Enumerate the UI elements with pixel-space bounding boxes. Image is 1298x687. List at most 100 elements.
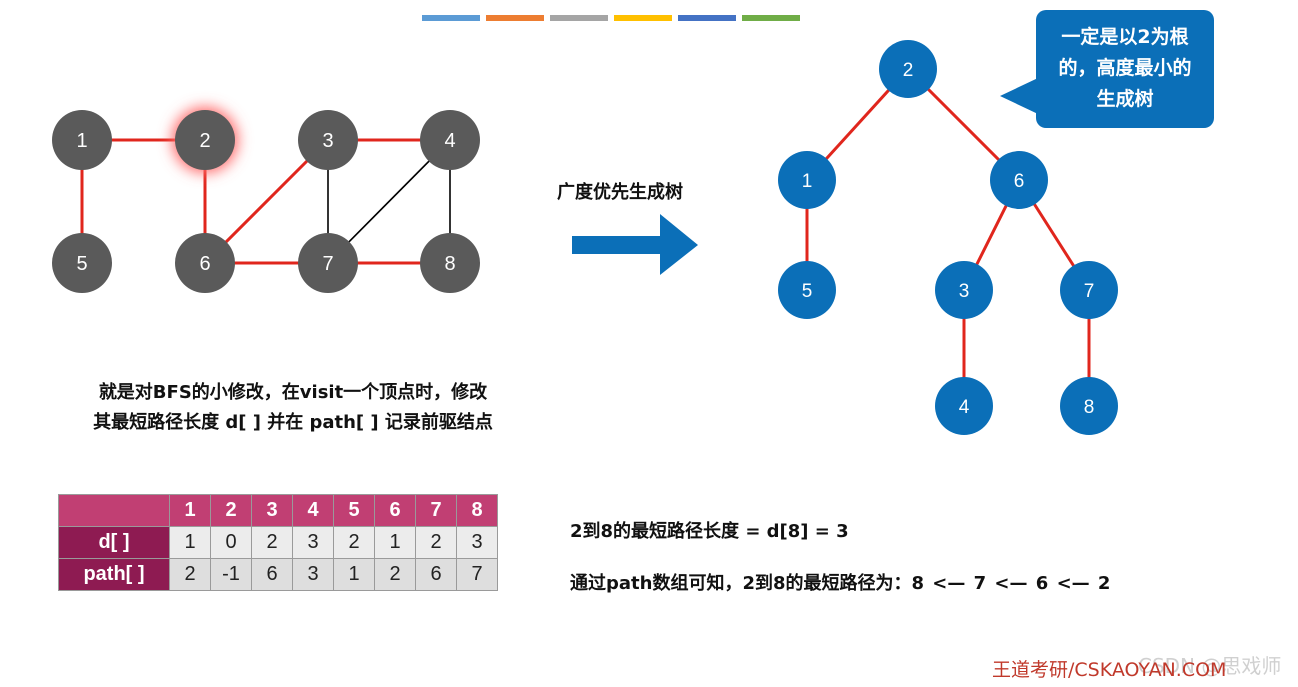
right-arrow-icon — [572, 214, 698, 275]
table-cell: 0 — [210, 526, 252, 559]
graph-node-label: 8 — [444, 253, 455, 275]
tree-node-label: 4 — [959, 397, 970, 418]
tree-node-circle — [1060, 377, 1118, 435]
tree-node-4: 4 — [935, 377, 993, 435]
tree-node-circle — [935, 377, 993, 435]
table-cell: 6 — [415, 558, 457, 591]
graph-node-4: 4 — [420, 110, 480, 170]
graph-node-circle — [420, 233, 480, 293]
graph-node-circle — [175, 233, 235, 293]
table-header-row: 1 2 3 4 5 6 7 8 — [58, 494, 498, 527]
table-cell: 3 — [292, 558, 334, 591]
graph-node-circle — [175, 110, 235, 170]
table-cell: 1 — [169, 526, 211, 559]
tree-node-8: 8 — [1060, 377, 1118, 435]
graph-node-1: 1 — [52, 110, 112, 170]
graph-node-label: 7 — [322, 253, 333, 275]
table-cell: 1 — [374, 526, 416, 559]
callout-line: 生成树 — [1096, 88, 1154, 110]
table-cell: 3 — [292, 526, 334, 559]
graph-node-circle — [298, 233, 358, 293]
color-bar-segment — [486, 15, 544, 21]
table-cell: 3 — [456, 526, 498, 559]
graph-edges — [80, 138, 451, 265]
table-row-d: d[ ] 1 0 2 3 2 1 2 3 — [58, 526, 498, 559]
tree-node-label: 5 — [802, 281, 813, 302]
tree-node-circle — [935, 261, 993, 319]
row-header-path: path[ ] — [58, 558, 170, 591]
graph-node-3: 3 — [298, 110, 358, 170]
description-line: 就是对BFS的小修改，在visit一个顶点时，修改 — [98, 382, 488, 403]
graph-node-circle — [420, 110, 480, 170]
tree-node-label: 8 — [1084, 397, 1095, 418]
tree-node-1: 1 — [778, 151, 836, 209]
tree-node-3: 3 — [935, 261, 993, 319]
graph-node-label: 5 — [76, 253, 87, 275]
shortest-length-result: 2到8的最短路径长度 = d[8] = 3 — [570, 521, 849, 542]
distance-path-table: 1 2 3 4 5 6 7 8 d[ ] 1 0 2 3 2 1 2 3 pat… — [58, 494, 498, 591]
graph-node-8: 8 — [420, 233, 480, 293]
footer-brand: 王道考研/CSKAOYAN.COM — [992, 659, 1227, 681]
color-bar-segment — [742, 15, 800, 21]
table-corner — [58, 494, 170, 527]
graph-node-2: 2 — [172, 107, 238, 173]
tree-nodes: 2 1 6 5 3 7 4 8 — [778, 40, 1118, 435]
table-header-cell: 8 — [456, 494, 498, 527]
graph-node-label: 6 — [199, 253, 210, 275]
callout-line: 的，高度最小的 — [1058, 57, 1192, 79]
table-cell: 6 — [251, 558, 293, 591]
tree-node-7: 7 — [1060, 261, 1118, 319]
graph-node-7: 7 — [298, 233, 358, 293]
tree-node-circle — [879, 40, 937, 98]
table-cell: 1 — [333, 558, 375, 591]
arrow-label: 广度优先生成树 — [557, 182, 683, 203]
graph-nodes: 1 2 3 4 5 6 7 8 — [52, 107, 480, 293]
graph-node-6: 6 — [175, 233, 235, 293]
table-cell: 2 — [415, 526, 457, 559]
tree-node-label: 1 — [802, 171, 813, 192]
table-header-cell: 4 — [292, 494, 334, 527]
tree-node-label: 2 — [903, 60, 914, 81]
graph-node-label: 4 — [444, 130, 455, 152]
description: 就是对BFS的小修改，在visit一个顶点时，修改 其最短路径长度 d[ ] 并… — [58, 378, 528, 438]
table-header-cell: 6 — [374, 494, 416, 527]
graph-node-label: 1 — [76, 130, 87, 152]
watermark: CSDN @思戏师 — [1138, 654, 1282, 678]
table-cell: 2 — [169, 558, 211, 591]
callout-tail — [1000, 78, 1038, 114]
tree-node-circle — [1060, 261, 1118, 319]
table-cell: 2 — [333, 526, 375, 559]
color-bar-segment — [550, 15, 608, 21]
graph-node-circle — [298, 110, 358, 170]
graph-node-circle — [52, 110, 112, 170]
table-header-cell: 1 — [169, 494, 211, 527]
color-bar-segment — [678, 15, 736, 21]
callout-line: 一定是以2为根 — [1061, 26, 1189, 48]
tree-node-circle — [778, 151, 836, 209]
color-bar-segment — [422, 15, 480, 21]
tree-node-2: 2 — [879, 40, 937, 98]
description-line: 其最短路径长度 d[ ] 并在 path[ ] 记录前驱结点 — [93, 412, 493, 433]
tree-node-label: 6 — [1014, 171, 1025, 192]
table-header-cell: 3 — [251, 494, 293, 527]
color-bar-segment — [614, 15, 672, 21]
table-header-cell: 5 — [333, 494, 375, 527]
table-cell: 7 — [456, 558, 498, 591]
tree-node-label: 7 — [1084, 281, 1095, 302]
graph-node-circle — [52, 233, 112, 293]
shortest-path-result: 通过path数组可知，2到8的最短路径为：8 <— 7 <— 6 <— 2 — [570, 573, 1111, 594]
table-cell: 2 — [251, 526, 293, 559]
table-cell: -1 — [210, 558, 252, 591]
tree-node-label: 3 — [959, 281, 970, 302]
table-cell: 2 — [374, 558, 416, 591]
tree-node-circle — [990, 151, 1048, 209]
callout-bubble: 一定是以2为根 的，高度最小的 生成树 — [1036, 10, 1214, 128]
table-header-cell: 7 — [415, 494, 457, 527]
tree-node-circle — [778, 261, 836, 319]
table-row-path: path[ ] 2 -1 6 3 1 2 6 7 — [58, 558, 498, 591]
row-header-d: d[ ] — [58, 526, 170, 559]
graph-node-label: 2 — [199, 130, 210, 152]
tree-node-5: 5 — [778, 261, 836, 319]
graph-node-5: 5 — [52, 233, 112, 293]
